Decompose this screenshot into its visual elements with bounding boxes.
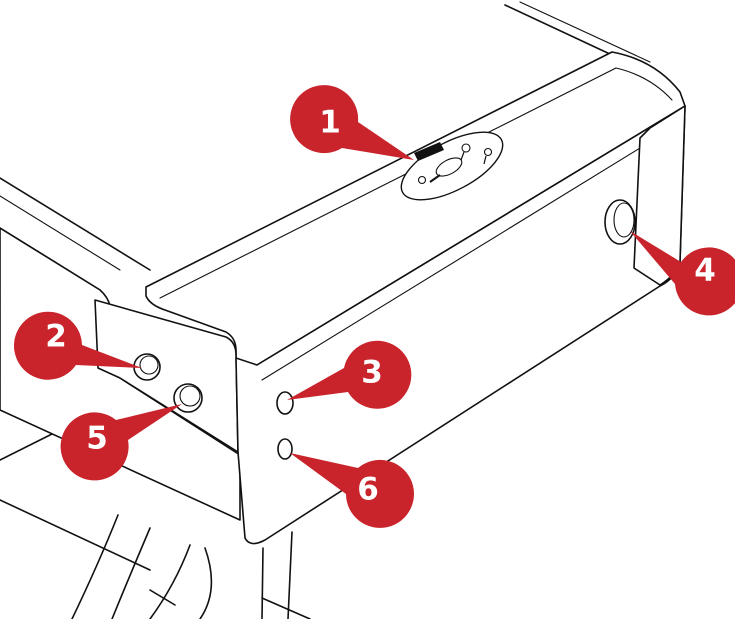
front-lower-button[interactable] (277, 438, 293, 460)
callout-1: 1 (290, 85, 414, 160)
callout-5-marker (60, 404, 182, 481)
front-face-edge (261, 125, 677, 381)
callout-2: 2 (14, 311, 143, 380)
support-legs (0, 499, 311, 619)
left-inner-panel (94, 299, 239, 453)
callout-2-marker (14, 311, 143, 380)
key-switch-panel[interactable] (391, 119, 512, 214)
callout-4-label: 4 (694, 253, 716, 289)
callout-5-label: 5 (86, 421, 108, 457)
callout-5: 5 (60, 404, 182, 481)
callout-3-marker (287, 340, 412, 409)
callout-6: 6 (290, 453, 414, 528)
front-upper-button[interactable] (276, 391, 294, 415)
callout-2-label: 2 (45, 319, 67, 355)
callout-3-label: 3 (361, 355, 383, 391)
callout-1-marker (290, 85, 414, 160)
callout-6-label: 6 (357, 472, 379, 508)
callout-6-marker (290, 453, 414, 528)
console-top-edge (159, 67, 673, 299)
left-lower-button[interactable] (173, 383, 203, 413)
callout-1-label: 1 (319, 105, 341, 141)
callout-3: 3 (287, 340, 412, 409)
callout-4-marker (630, 231, 735, 316)
side-round-button[interactable] (604, 199, 636, 245)
callout-4: 4 (630, 231, 735, 316)
